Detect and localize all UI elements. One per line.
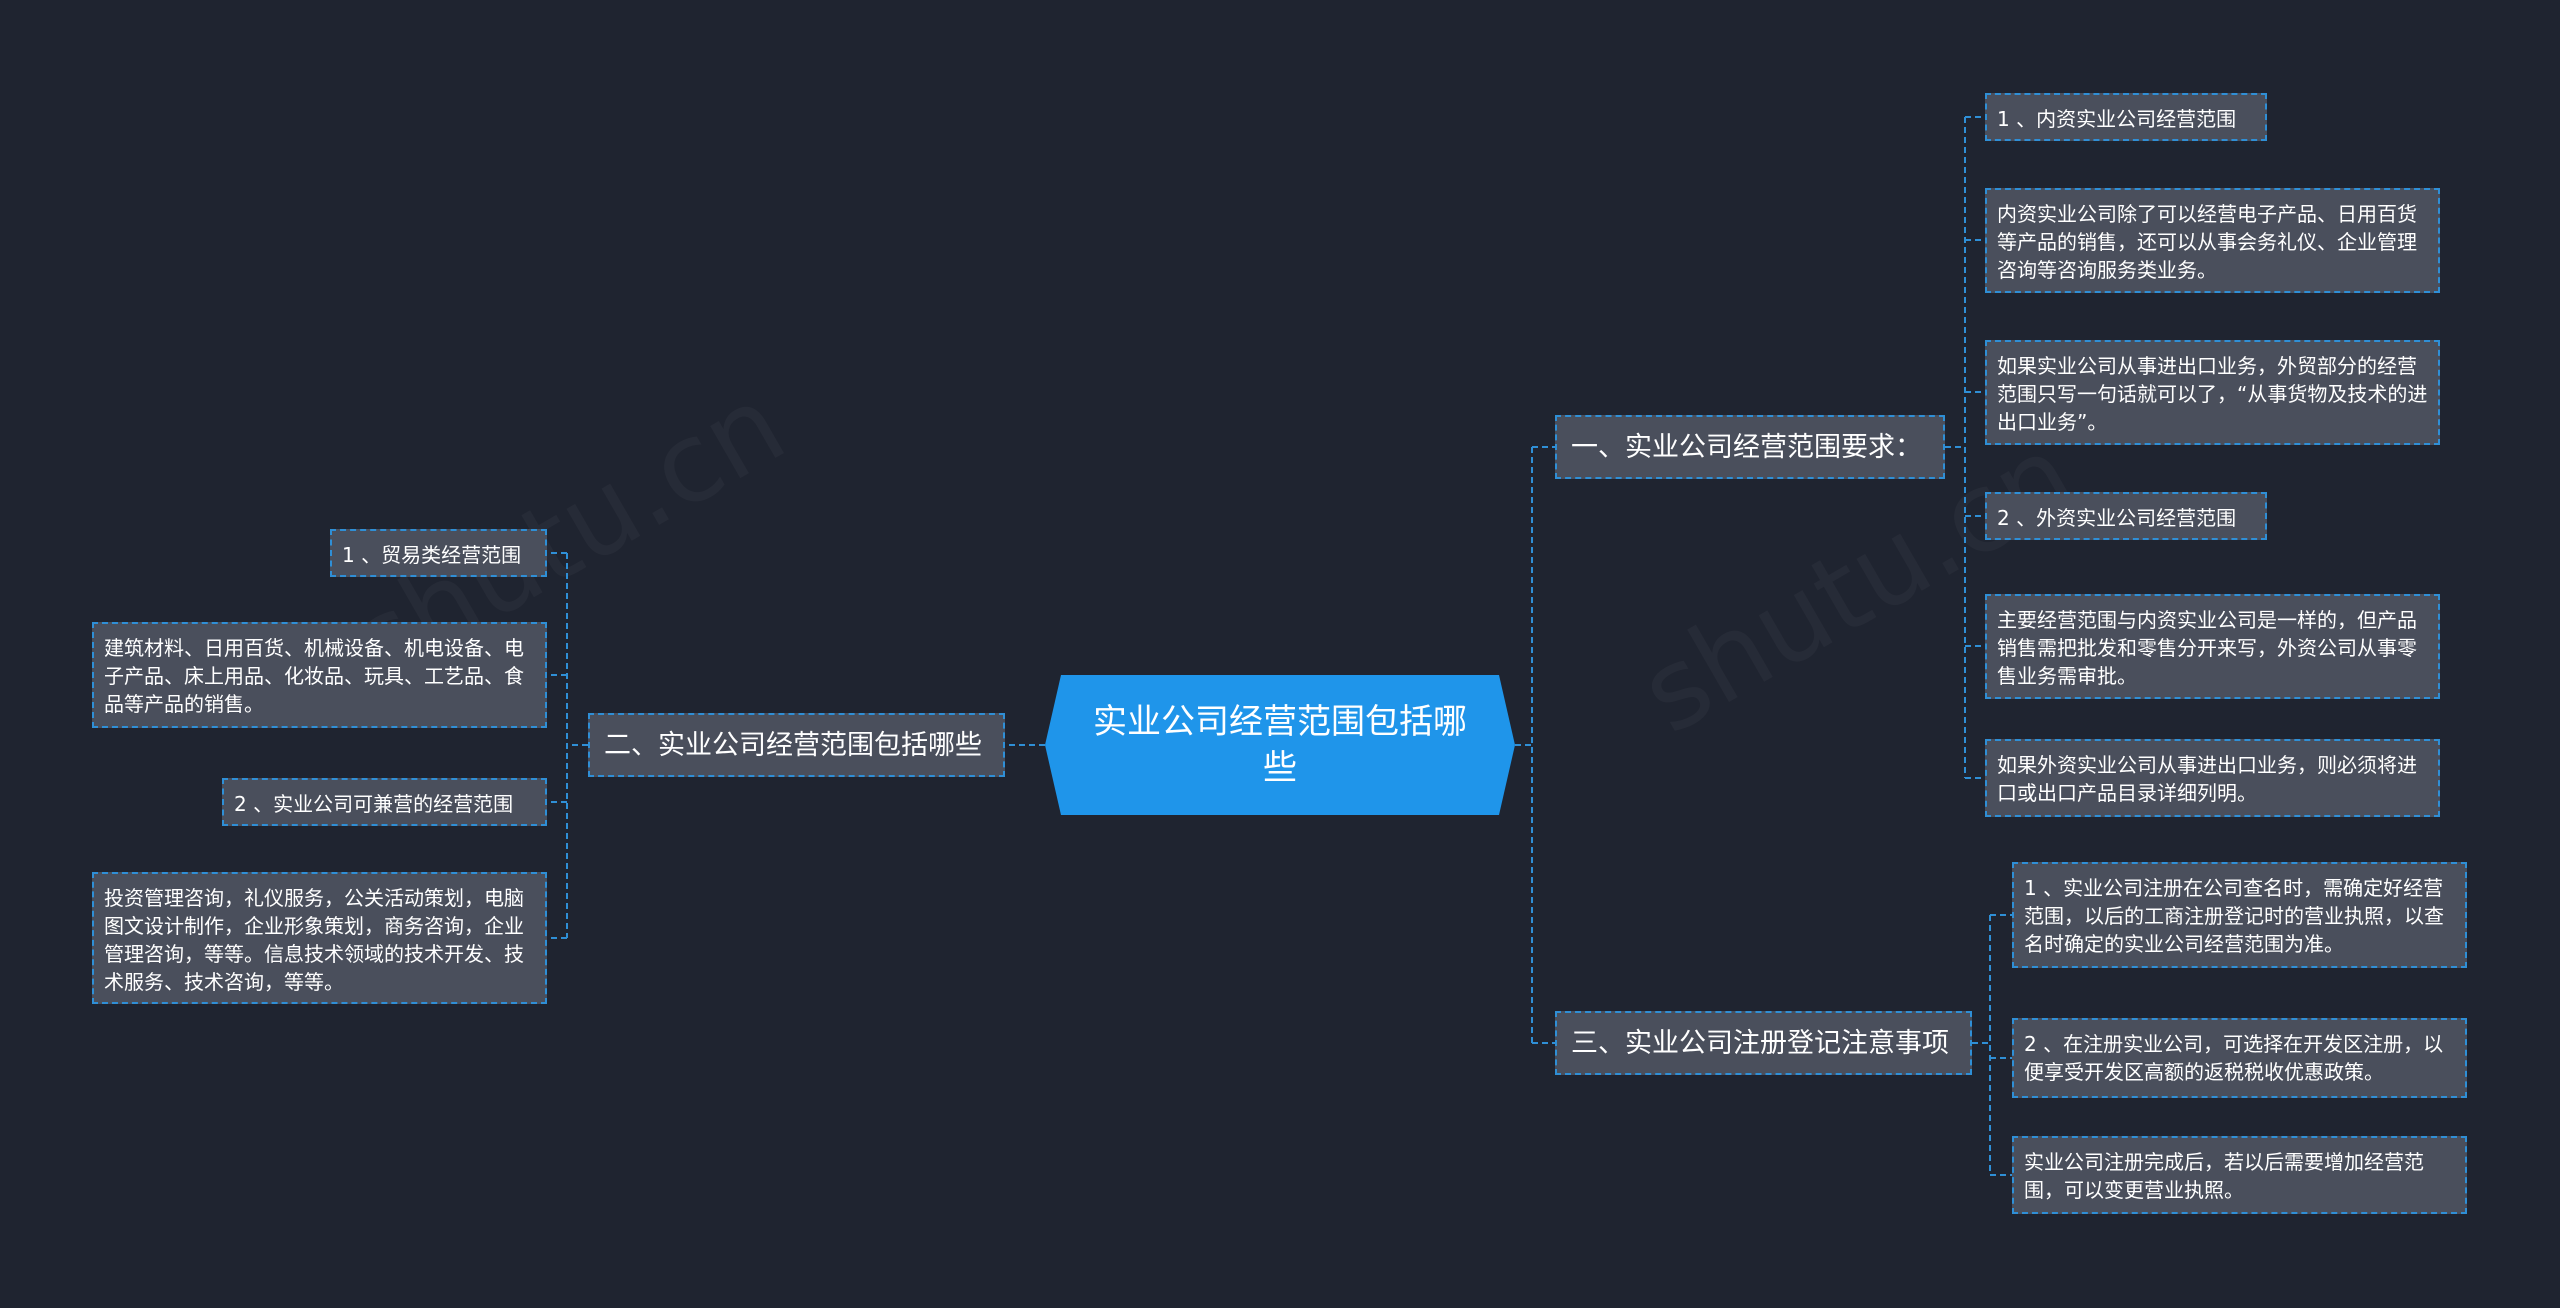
b2-child-4[interactable]: 投资管理咨询，礼仪服务，公关活动策划，电脑图文设计制作，企业形象策划，商务咨询，…	[92, 872, 547, 1004]
b3-child-2[interactable]: 2 、在注册实业公司，可选择在开发区注册，以便享受开发区高额的返税税收优惠政策。	[2012, 1018, 2467, 1098]
b3-child-1[interactable]: 1 、实业公司注册在公司查名时，需确定好经营范围，以后的工商注册登记时的营业执照…	[2012, 862, 2467, 968]
branch-2-topic[interactable]: 二、实业公司经营范围包括哪些	[588, 713, 1005, 777]
branch-3-label: 三、实业公司注册登记注意事项	[1571, 1028, 1949, 1059]
b2-child-1[interactable]: 1 、贸易类经营范围	[330, 529, 547, 577]
branch-2-label: 二、实业公司经营范围包括哪些	[604, 730, 982, 761]
b2-child-4-text: 投资管理咨询，礼仪服务，公关活动策划，电脑图文设计制作，企业形象策划，商务咨询，…	[104, 886, 524, 994]
b3-child-3-text: 实业公司注册完成后，若以后需要增加经营范围，可以变更营业执照。	[2024, 1150, 2424, 1202]
b2-child-1-text: 1 、贸易类经营范围	[342, 543, 522, 567]
branch-1-topic[interactable]: 一、实业公司经营范围要求：	[1555, 415, 1945, 479]
b1-child-6[interactable]: 如果外资实业公司从事进出口业务，则必须将进口或出口产品目录详细列明。	[1985, 739, 2440, 817]
b3-child-3[interactable]: 实业公司注册完成后，若以后需要增加经营范围，可以变更营业执照。	[2012, 1136, 2467, 1214]
branch-3-topic[interactable]: 三、实业公司注册登记注意事项	[1555, 1011, 1972, 1075]
b1-child-1-text: 1 、内资实业公司经营范围	[1997, 107, 2237, 131]
b2-child-3-text: 2 、实业公司可兼营的经营范围	[234, 792, 514, 816]
b1-child-6-text: 如果外资实业公司从事进出口业务，则必须将进口或出口产品目录详细列明。	[1997, 753, 2417, 805]
b1-child-1[interactable]: 1 、内资实业公司经营范围	[1985, 93, 2267, 141]
b2-child-3[interactable]: 2 、实业公司可兼营的经营范围	[222, 778, 547, 826]
b1-child-4-text: 2 、外资实业公司经营范围	[1997, 506, 2237, 530]
branch-1-label: 一、实业公司经营范围要求：	[1571, 432, 1922, 463]
b2-child-2-text: 建筑材料、日用百货、机械设备、机电设备、电子产品、床上用品、化妆品、玩具、工艺品…	[104, 636, 524, 716]
b1-child-3[interactable]: 如果实业公司从事进出口业务，外贸部分的经营范围只写一句话就可以了，“从事货物及技…	[1985, 340, 2440, 445]
root-topic-label: 实业公司经营范围包括哪些	[1093, 702, 1467, 788]
root-topic[interactable]: 实业公司经营范围包括哪些	[1045, 675, 1515, 815]
b1-child-2[interactable]: 内资实业公司除了可以经营电子产品、日用百货等产品的销售，还可以从事会务礼仪、企业…	[1985, 188, 2440, 293]
b1-child-4[interactable]: 2 、外资实业公司经营范围	[1985, 492, 2267, 540]
b1-child-2-text: 内资实业公司除了可以经营电子产品、日用百货等产品的销售，还可以从事会务礼仪、企业…	[1997, 202, 2417, 282]
b2-child-2[interactable]: 建筑材料、日用百货、机械设备、机电设备、电子产品、床上用品、化妆品、玩具、工艺品…	[92, 622, 547, 728]
b3-child-2-text: 2 、在注册实业公司，可选择在开发区注册，以便享受开发区高额的返税税收优惠政策。	[2024, 1032, 2444, 1084]
b3-child-1-text: 1 、实业公司注册在公司查名时，需确定好经营范围，以后的工商注册登记时的营业执照…	[2024, 876, 2444, 956]
b1-child-5[interactable]: 主要经营范围与内资实业公司是一样的，但产品销售需把批发和零售分开来写，外资公司从…	[1985, 594, 2440, 699]
b1-child-5-text: 主要经营范围与内资实业公司是一样的，但产品销售需把批发和零售分开来写，外资公司从…	[1997, 608, 2417, 688]
b1-child-3-text: 如果实业公司从事进出口业务，外贸部分的经营范围只写一句话就可以了，“从事货物及技…	[1997, 354, 2428, 434]
